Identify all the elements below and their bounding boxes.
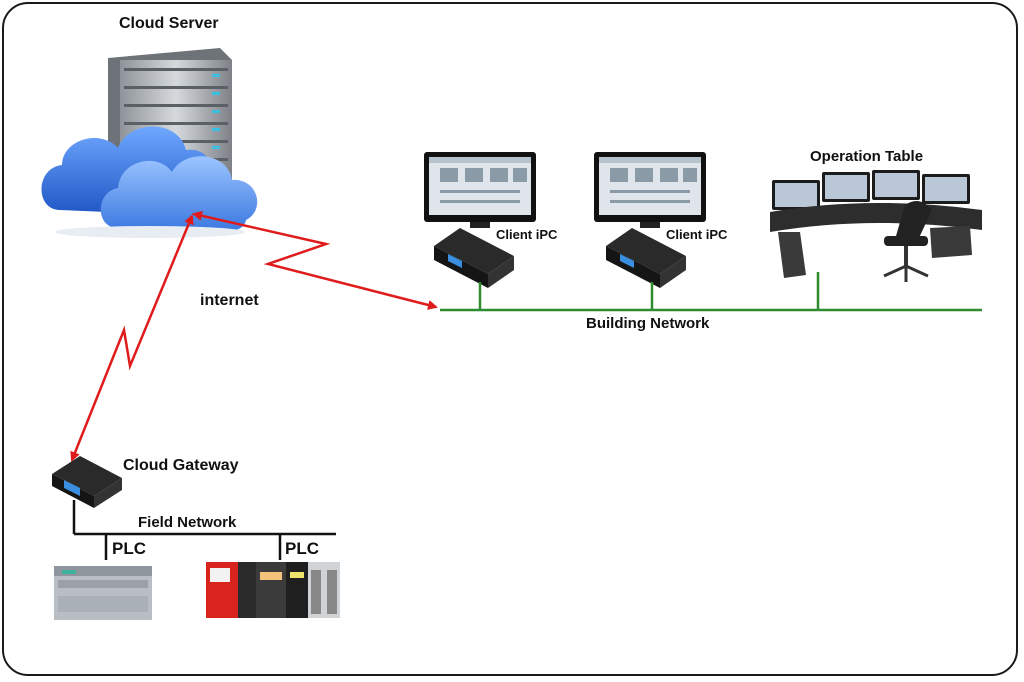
building-network-label: Building Network [586, 315, 710, 332]
client-ipc-1-label: Client iPC [496, 227, 558, 242]
operation-table-label: Operation Table [810, 148, 924, 165]
monitor-icon [594, 152, 706, 228]
control-desk-icon [770, 170, 982, 282]
client-ipc-1 [424, 152, 536, 288]
plc-2-label: PLC [285, 539, 319, 558]
cloud-gateway-device [52, 456, 122, 508]
internet-link-gateway [70, 214, 194, 462]
client-ipc-2 [594, 152, 706, 288]
internet-link-building [192, 210, 438, 310]
building-network-line [440, 272, 982, 312]
plc-icon [206, 562, 340, 618]
plc-1-label: PLC [112, 539, 146, 558]
field-network-line [72, 500, 336, 560]
field-network-label: Field Network [138, 514, 237, 531]
monitor-icon [424, 152, 536, 228]
plc-icon [54, 566, 152, 620]
industrial-pc-icon [434, 228, 514, 288]
client-ipc-2-label: Client iPC [666, 227, 728, 242]
industrial-pc-icon [606, 228, 686, 288]
internet-label: internet [200, 292, 259, 309]
industrial-pc-icon [52, 456, 122, 508]
cloud-server-label: Cloud Server [119, 15, 219, 32]
cloud-gateway-label: Cloud Gateway [123, 457, 239, 474]
